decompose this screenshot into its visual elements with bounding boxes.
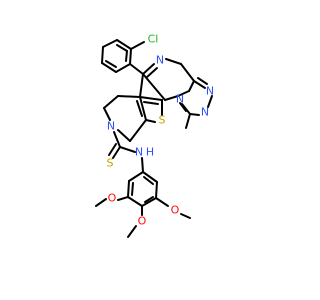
atom-s-thione: S bbox=[107, 157, 114, 170]
atom-nh-n: N bbox=[135, 146, 143, 159]
bond bbox=[180, 63, 195, 82]
atom-cl: Cl bbox=[148, 33, 159, 46]
bond bbox=[125, 50, 128, 62]
bond bbox=[142, 73, 166, 101]
bond bbox=[129, 63, 144, 75]
bond bbox=[142, 63, 155, 75]
bond bbox=[103, 95, 119, 109]
bond bbox=[189, 113, 200, 116]
bond bbox=[112, 146, 121, 159]
bond bbox=[117, 129, 131, 142]
bond bbox=[165, 58, 182, 65]
bond-layer bbox=[95, 39, 213, 238]
bond bbox=[127, 180, 130, 198]
bond bbox=[116, 44, 128, 52]
atom-o-middle: O bbox=[138, 215, 147, 228]
bond bbox=[113, 131, 121, 148]
bond bbox=[108, 143, 117, 156]
bond bbox=[143, 176, 154, 185]
bond bbox=[207, 95, 213, 108]
bond bbox=[143, 101, 159, 105]
bond bbox=[105, 60, 117, 68]
bond bbox=[116, 39, 132, 50]
bond bbox=[179, 102, 187, 112]
bond bbox=[101, 62, 117, 73]
atom-nh-h: H bbox=[146, 146, 154, 159]
bond bbox=[139, 96, 163, 101]
bond bbox=[177, 90, 190, 97]
bond bbox=[119, 146, 136, 153]
atom-n-bridge: N bbox=[176, 93, 184, 106]
bond bbox=[197, 77, 208, 85]
atom-n-piperidine: N bbox=[107, 120, 115, 133]
bond bbox=[141, 157, 144, 173]
background bbox=[0, 0, 300, 300]
bond bbox=[164, 95, 179, 101]
bond bbox=[145, 119, 156, 123]
bond bbox=[188, 80, 195, 92]
bond bbox=[141, 197, 157, 207]
bond bbox=[155, 181, 158, 199]
atom-n-azepine: N bbox=[156, 54, 164, 67]
bond bbox=[180, 213, 191, 219]
bond bbox=[130, 41, 145, 50]
bond bbox=[129, 119, 147, 142]
bond bbox=[193, 80, 206, 89]
bond bbox=[127, 196, 143, 207]
bond bbox=[117, 196, 129, 201]
atom-o-lower: O bbox=[171, 204, 180, 217]
bond bbox=[128, 171, 144, 182]
bond bbox=[185, 113, 191, 129]
bond bbox=[129, 48, 132, 65]
molecule-structure: Cl N N N N S N S N H O O O bbox=[0, 0, 300, 300]
bond bbox=[95, 198, 107, 207]
bond bbox=[181, 103, 191, 115]
bond bbox=[139, 73, 144, 98]
atom-n-triazole-2: N bbox=[201, 106, 209, 119]
atom-o-upper: O bbox=[108, 192, 117, 205]
atom-s-thiophene: S bbox=[159, 114, 166, 127]
bond bbox=[144, 196, 154, 203]
bond bbox=[131, 182, 134, 196]
bond bbox=[155, 197, 169, 207]
bond bbox=[127, 225, 137, 238]
bond bbox=[142, 171, 158, 183]
bond bbox=[117, 95, 141, 98]
atom-n-triazole-1: N bbox=[206, 85, 214, 98]
bond bbox=[101, 46, 104, 64]
bond bbox=[146, 67, 158, 78]
bond bbox=[115, 63, 131, 73]
bond bbox=[103, 107, 111, 121]
bond bbox=[136, 100, 143, 117]
bond bbox=[102, 39, 118, 48]
bond bbox=[139, 96, 147, 121]
atom-label-layer: Cl N N N N S N S N H O O O bbox=[107, 33, 215, 228]
